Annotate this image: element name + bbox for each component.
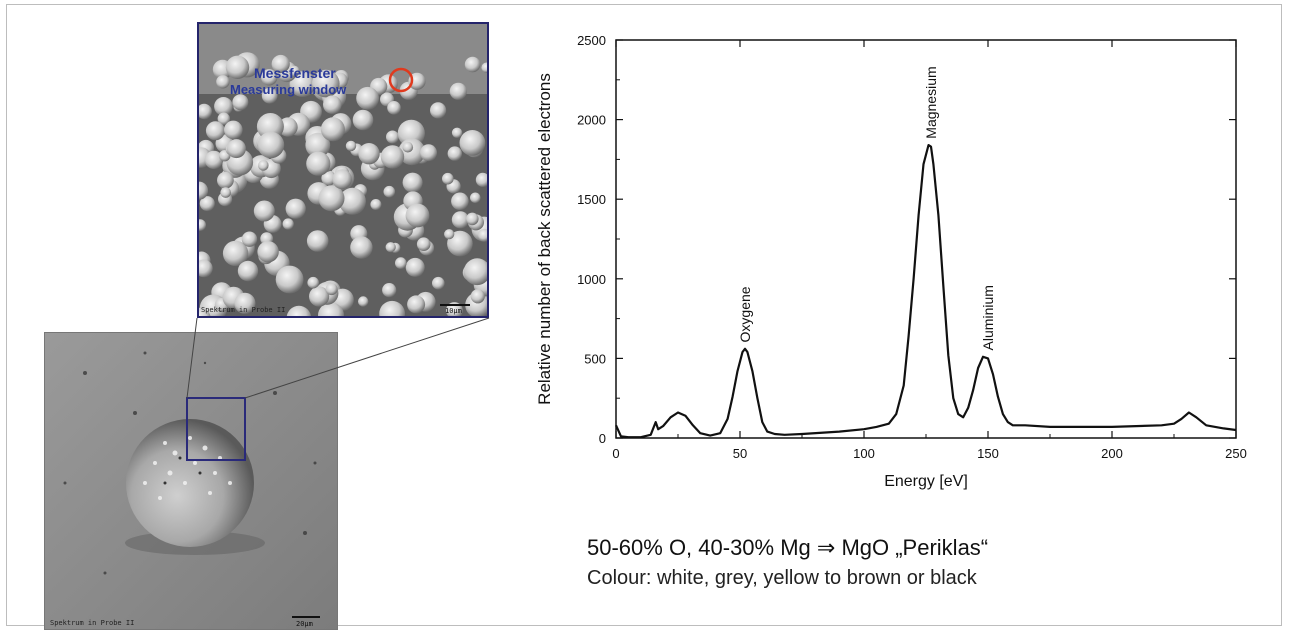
overview-scalebar-label: 20µm [296, 620, 313, 628]
selection-box [186, 397, 246, 461]
y-tick-label: 2500 [577, 33, 606, 48]
peak-label: Oxygene [737, 286, 753, 342]
sem-micrograph-zoom [197, 22, 489, 318]
y-axis-label: Relative number of back scattered electr… [535, 73, 554, 405]
y-tick-label: 0 [599, 431, 606, 446]
zoom-scalebar-label: 10µm [445, 307, 462, 315]
connector-line-right [244, 317, 490, 399]
colour-description: Colour: white, grey, yellow to brown or … [587, 567, 977, 589]
overview-scalebar [292, 616, 320, 618]
overview-caption: Spektrum in Probe II [50, 619, 135, 627]
spectrum-line [614, 144, 1237, 439]
measuring-window-label-de: Messfenster [254, 65, 336, 81]
x-tick-label: 100 [853, 446, 875, 461]
x-tick-label: 150 [977, 446, 999, 461]
connector-line-left [186, 317, 198, 399]
measuring-window-label-en: Measuring window [230, 82, 347, 97]
zoom-scalebar [440, 304, 470, 306]
x-tick-label: 0 [612, 446, 619, 461]
composition-formula: 50-60% O, 40-30% Mg ⇒ MgO „Periklas“ [587, 535, 989, 560]
y-tick-label: 1500 [577, 192, 606, 207]
x-tick-label: 250 [1225, 446, 1247, 461]
zoom-image [199, 24, 487, 316]
overview-image [45, 333, 337, 629]
sem-micrograph-overview [44, 332, 338, 630]
x-tick-label: 50 [733, 446, 747, 461]
y-tick-label: 500 [584, 351, 606, 366]
measuring-window-marker [388, 67, 414, 93]
peak-label: Aluminium [980, 285, 996, 350]
peak-label: Magnesium [923, 66, 939, 138]
x-axis-label: Energy [eV] [884, 473, 968, 490]
y-tick-label: 2000 [577, 113, 606, 128]
y-tick-label: 1000 [577, 272, 606, 287]
x-tick-label: 200 [1101, 446, 1123, 461]
zoom-caption: Spektrum in Probe II [201, 306, 286, 314]
